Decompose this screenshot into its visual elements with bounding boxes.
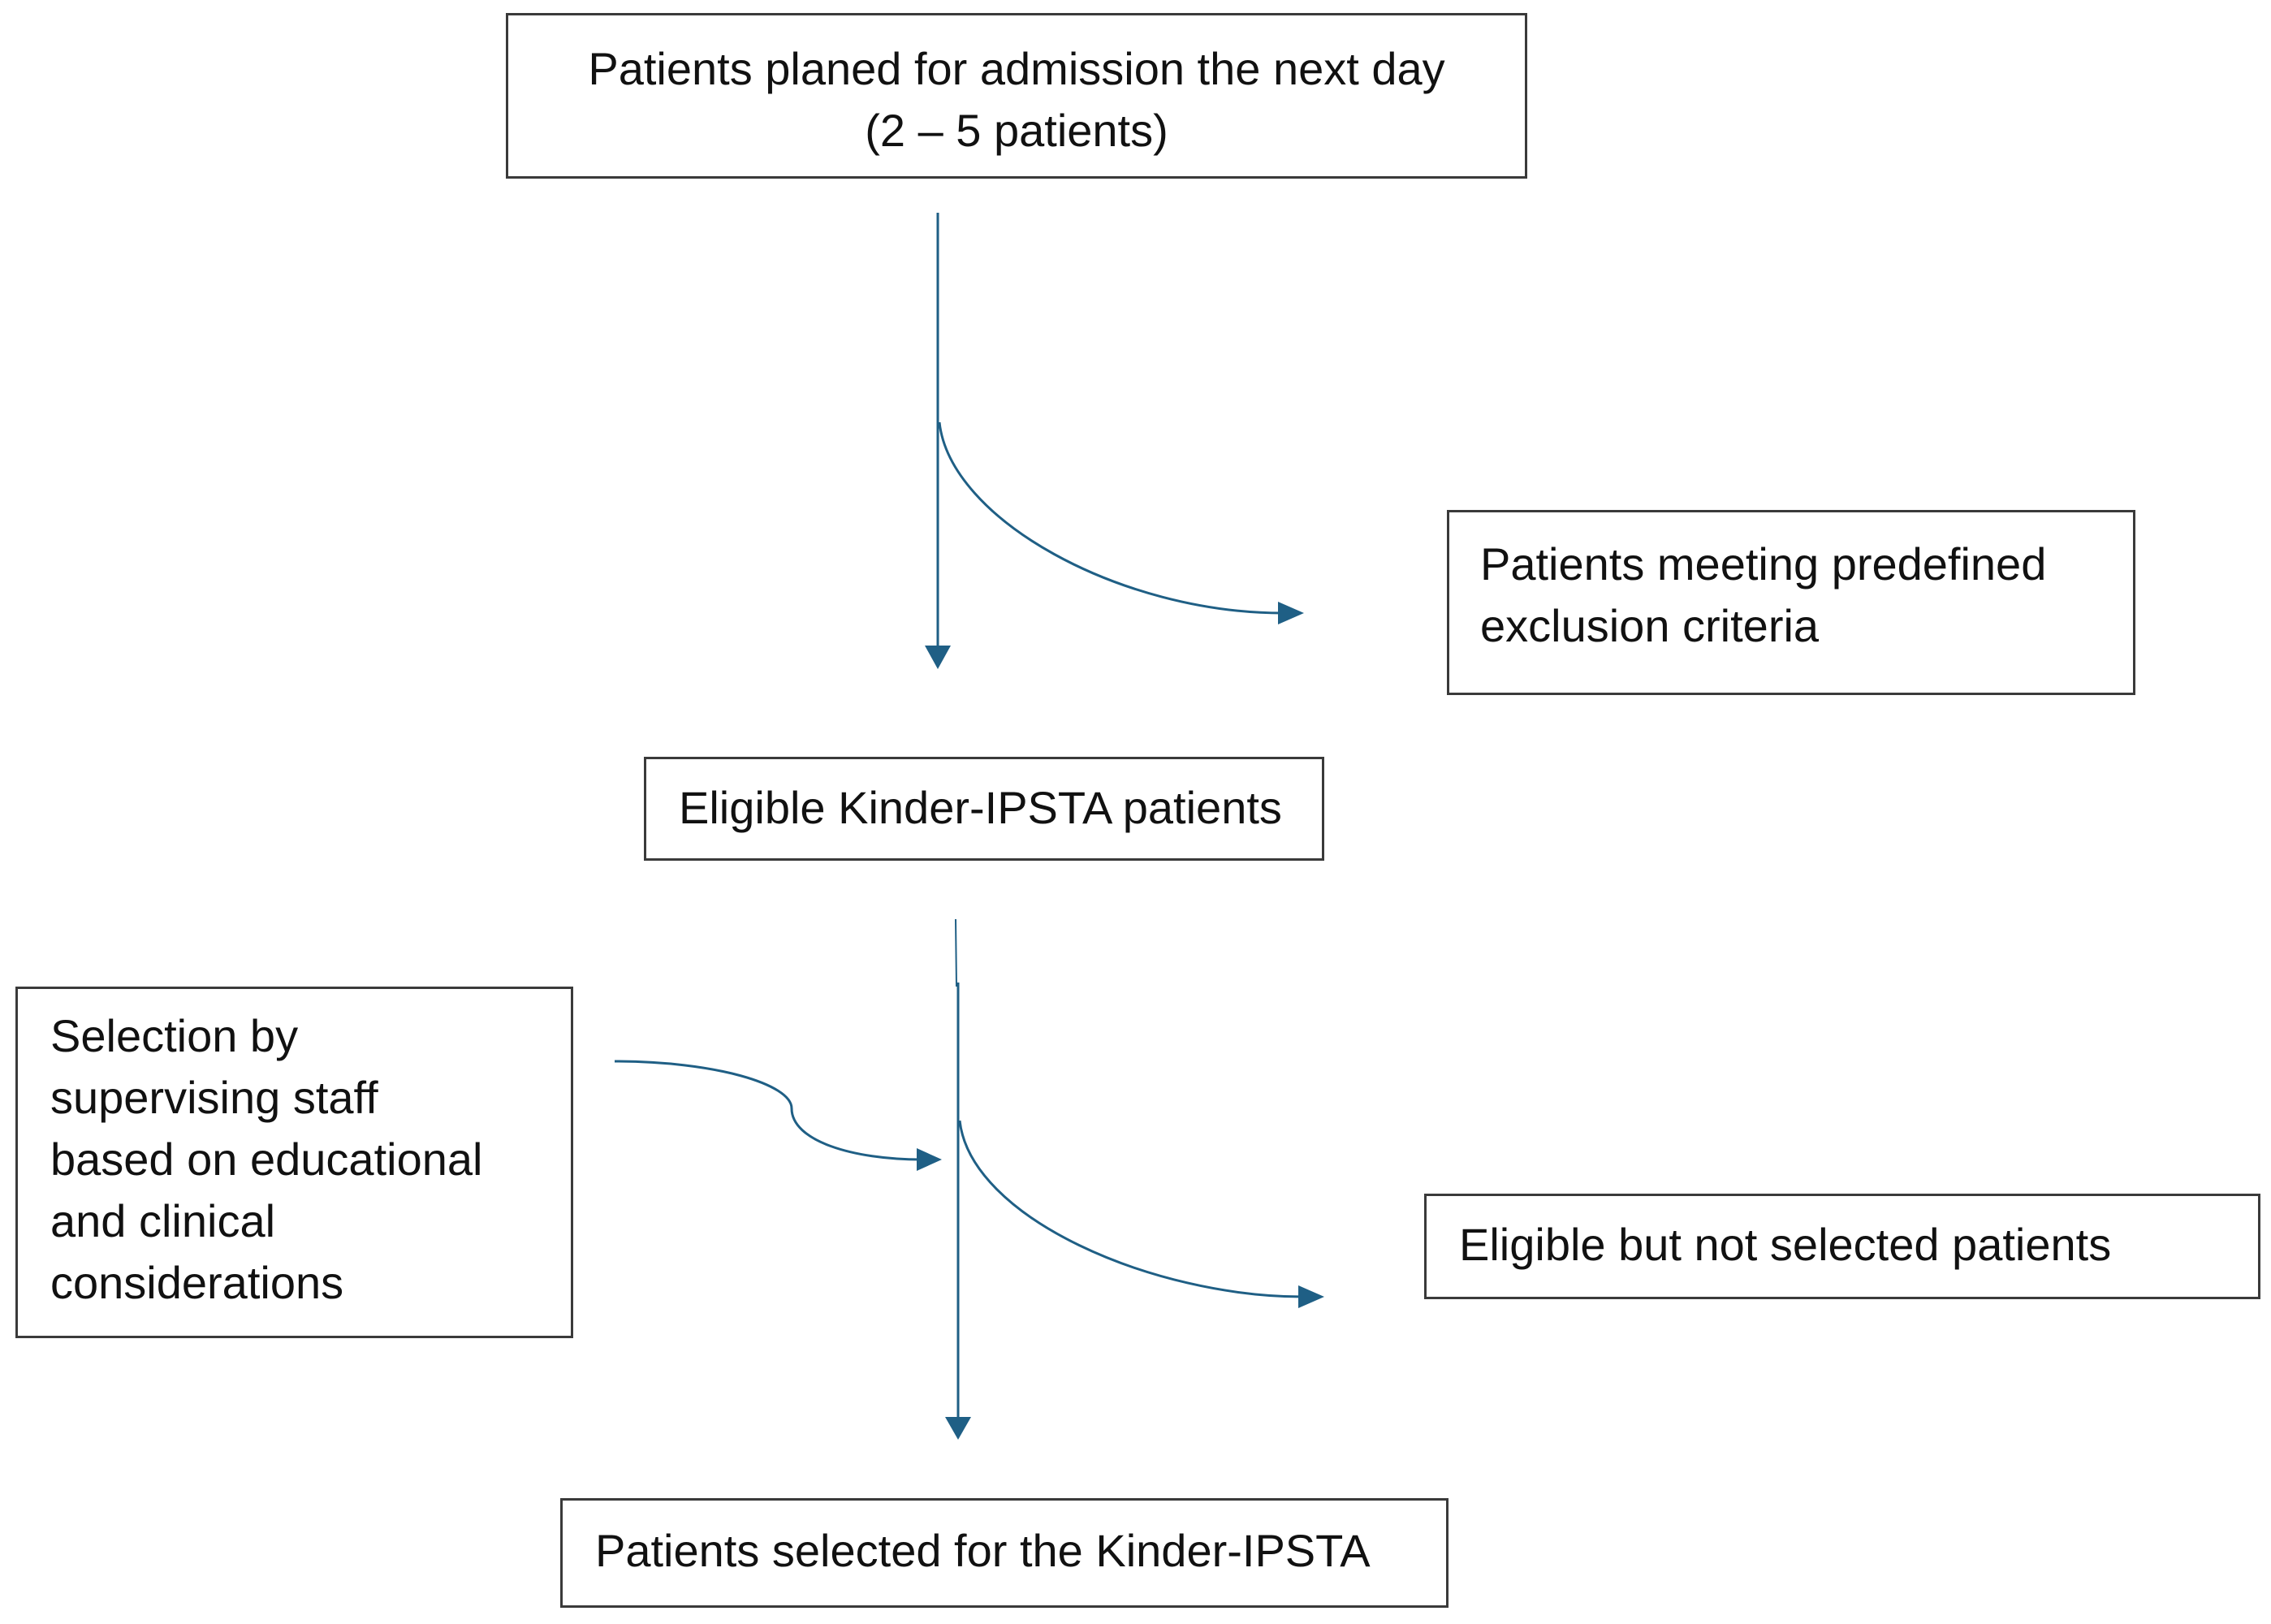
- box-selection-by-staff: Selection by supervising staff based on …: [15, 987, 573, 1338]
- box-text: Patients meeting predefined: [1480, 538, 2047, 590]
- box-exclusion-criteria: Patients meeting predefined exclusion cr…: [1447, 510, 2135, 695]
- arrowhead-down-2: [945, 1417, 971, 1440]
- arrowhead-right-exclusion: [1278, 602, 1304, 624]
- box-text: exclusion criteria: [1480, 600, 1820, 651]
- box-text: considerations: [50, 1257, 344, 1308]
- arrow-to-not-selected: [958, 1120, 1304, 1298]
- box-text: Patients planed for admission the next d…: [588, 43, 1445, 94]
- box-text: Eligible Kinder-IPSTA patients: [679, 782, 1282, 833]
- arrowhead-right-not-selected: [1298, 1285, 1324, 1308]
- box-text: Patients selected for the Kinder-IPSTA: [595, 1525, 1371, 1576]
- box-text: Selection by: [50, 1010, 299, 1061]
- box-text: supervising staff: [50, 1072, 378, 1123]
- arrow-from-selection: [614, 1060, 922, 1161]
- box-text: Eligible but not selected patients: [1459, 1219, 2112, 1270]
- box-text: and clinical: [50, 1195, 276, 1246]
- arrowhead-down-1: [925, 646, 951, 669]
- box-patients-selected: Patients selected for the Kinder-IPSTA: [560, 1498, 1449, 1608]
- box-eligible-not-selected: Eligible but not selected patients: [1424, 1194, 2260, 1299]
- arrow-to-exclusion: [938, 421, 1284, 615]
- box-patients-planned: Patients planed for admission the next d…: [506, 13, 1527, 179]
- arrowhead-right-selection: [917, 1148, 942, 1171]
- box-text: based on educational: [50, 1134, 483, 1185]
- box-eligible-patients: Eligible Kinder-IPSTA patients: [644, 757, 1324, 861]
- box-text: (2 – 5 patients): [865, 105, 1168, 156]
